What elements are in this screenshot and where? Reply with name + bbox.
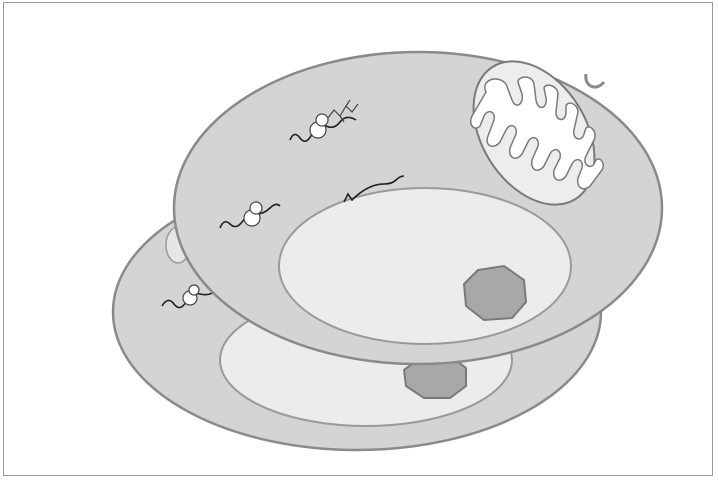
front-cell	[174, 39, 662, 364]
mid-ribosome-small	[250, 202, 262, 214]
top-ribosome-small	[316, 114, 328, 126]
vesicle-curl	[586, 74, 604, 87]
back-ribosome-small	[189, 285, 199, 295]
front-cell-nucleus	[279, 188, 571, 344]
front-cell-nucleolus	[464, 266, 526, 320]
